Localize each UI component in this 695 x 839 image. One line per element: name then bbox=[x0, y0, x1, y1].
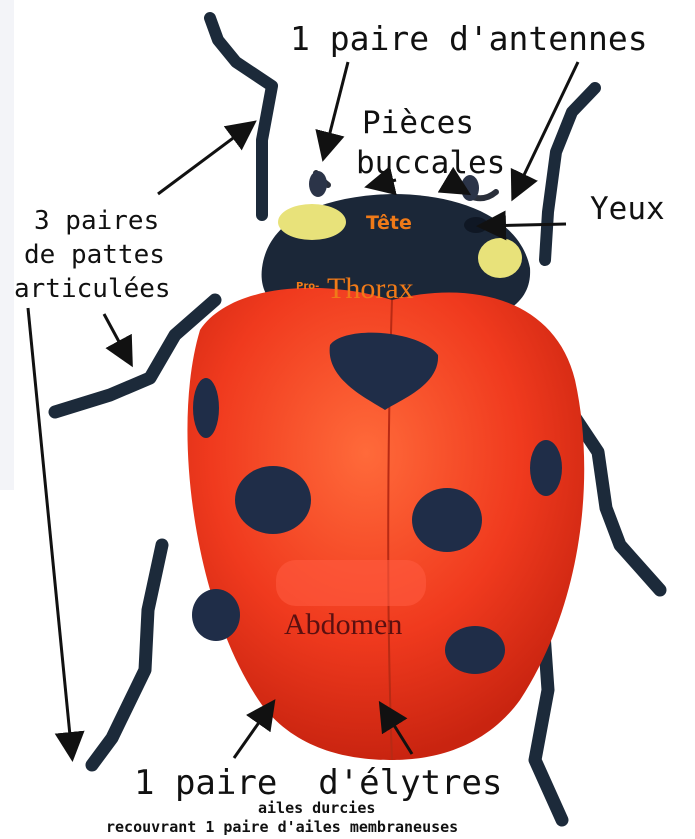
arrow-leg-3 bbox=[28, 308, 72, 756]
arrow-eye bbox=[482, 224, 566, 226]
eyes-label: Yeux bbox=[590, 194, 665, 225]
legs-label-line3: articulées bbox=[14, 276, 171, 302]
mouthparts-label-line2: buccales bbox=[356, 148, 505, 179]
scan-edge bbox=[0, 0, 14, 490]
mouthparts-label-line1: Pièces bbox=[362, 108, 474, 139]
arrow-leg-2 bbox=[104, 314, 130, 362]
arrow-elytra-left bbox=[234, 704, 272, 758]
elytra-sub-label-1: ailes durcies bbox=[258, 801, 375, 816]
antennae-label: 1 paire d'antennes bbox=[290, 22, 648, 55]
abdomen-label-patch bbox=[276, 560, 426, 606]
abdomen-label: Abdomen bbox=[284, 610, 402, 640]
elytra-sub-label-2: recouvrant 1 paire d'ailes membraneuses bbox=[106, 820, 458, 835]
thorax-label: Thorax bbox=[327, 274, 414, 304]
elytra-label: 1 paire d'élytres bbox=[134, 766, 502, 800]
legs-label-line1: 3 paires bbox=[34, 208, 159, 234]
prothorax-prefix-label: Pro- bbox=[296, 282, 319, 292]
legs-label-line2: de pattes bbox=[24, 242, 165, 268]
arrow-leg-1 bbox=[158, 124, 252, 194]
arrow-antenna-left bbox=[324, 62, 348, 156]
head-label: Tête bbox=[366, 214, 412, 233]
